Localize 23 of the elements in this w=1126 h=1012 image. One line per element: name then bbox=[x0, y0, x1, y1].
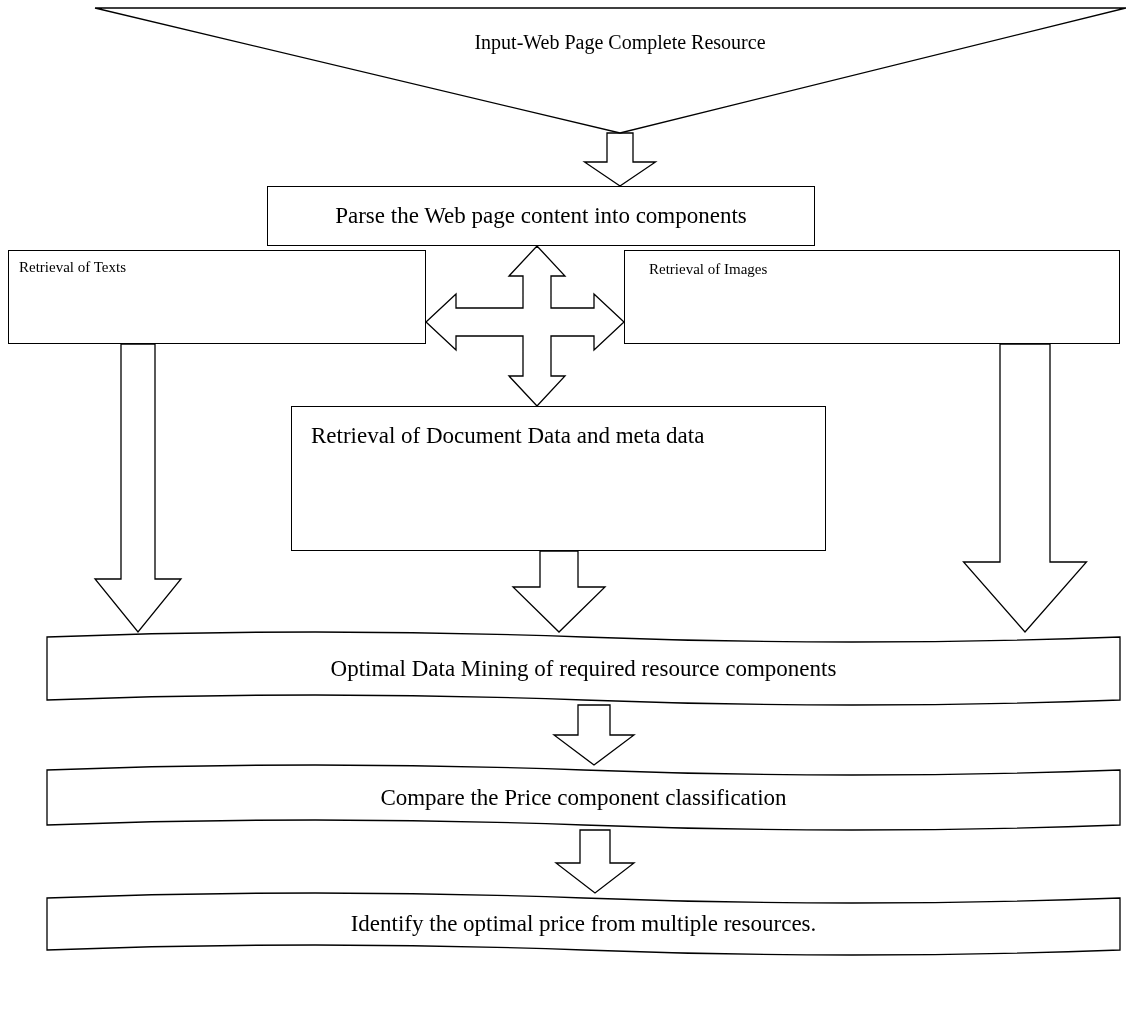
block-arrow bbox=[93, 343, 183, 634]
wavy-banner bbox=[47, 632, 1120, 705]
node-text: Compare the Price component classification bbox=[380, 783, 787, 812]
node-text: Parse the Web page content into components bbox=[335, 202, 747, 231]
block-arrow bbox=[554, 829, 636, 894]
process-box bbox=[291, 406, 826, 551]
node-text: Retrieval of Texts bbox=[19, 258, 127, 277]
node-text: Optimal Data Mining of required resource components bbox=[330, 654, 837, 683]
block-arrow bbox=[582, 132, 658, 187]
node-text: Retrieval of Images bbox=[649, 260, 769, 279]
wavy-banner bbox=[47, 765, 1120, 830]
wavy-banner bbox=[47, 893, 1120, 955]
block-arrow bbox=[511, 550, 607, 633]
input-triangle bbox=[95, 8, 1126, 133]
four-way-block-arrow bbox=[425, 245, 625, 407]
process-box bbox=[267, 186, 815, 246]
node-text: Retrieval of Document Data and meta data bbox=[311, 422, 706, 450]
node-text: Identify the optimal price from multiple resources. bbox=[350, 910, 817, 939]
node-text: Input-Web Page Complete Resource bbox=[473, 30, 767, 56]
process-box bbox=[624, 250, 1120, 344]
block-arrow bbox=[962, 343, 1088, 633]
block-arrow bbox=[552, 704, 636, 766]
process-box bbox=[8, 250, 426, 344]
